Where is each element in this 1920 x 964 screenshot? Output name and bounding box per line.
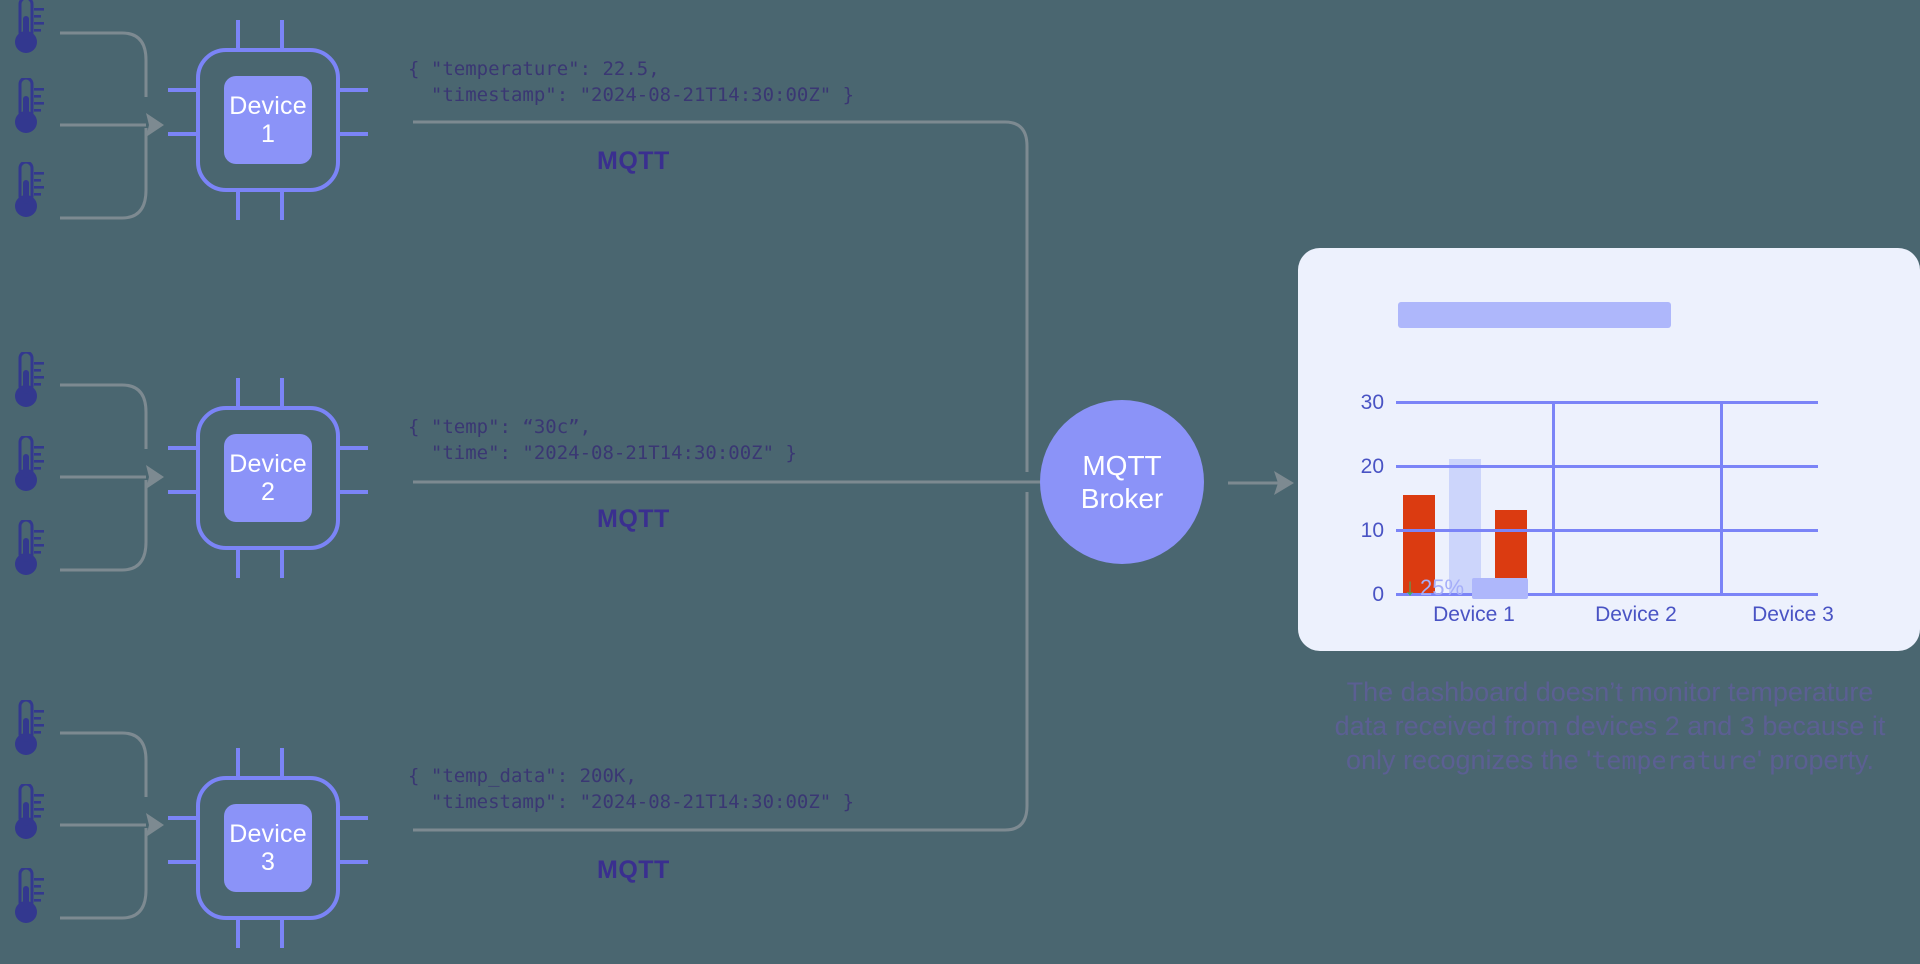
trend-percentage: 25% [1420,575,1465,600]
chip-pin [236,546,240,578]
device-2-label-line2: 2 [260,478,276,506]
thermometer-icon [4,518,46,582]
chip-pin [168,88,200,92]
thermometer-icon [4,866,46,930]
thermometer-icon [4,434,46,498]
device-3-payload-line1: { "temp_data": 200K, [408,765,637,787]
thermometer-icon [4,0,46,60]
dashboard-chart: 30 20 10 0 Device 1 Device 2 Device 3 ↓ [1298,248,1920,651]
bar-device1-series-b [1449,459,1481,595]
broker-label-line1: MQTT [1082,449,1162,481]
mqtt-broker-node[interactable]: MQTT Broker [1040,400,1204,564]
chip-pin [280,378,284,410]
device-3-label-line2: 3 [260,848,276,876]
broker-trunk-connectors [413,120,1202,832]
thermometer-icon [4,350,46,414]
chip-pin [168,816,200,820]
trend-down-arrow-icon: ↓ [1404,574,1416,601]
chip-pin [280,546,284,578]
sensor-bracket-connectors [60,31,164,920]
caption-line-2: data received from devices 2 and 3 becau… [1334,711,1886,741]
chip-pin [236,20,240,52]
dashboard-title-placeholder [1398,302,1671,328]
device-2-payload-line1: { "temp": “30c”, [408,416,592,438]
y-axis-tick-0: 0 [1372,583,1384,606]
chip-pin [336,88,368,92]
device-2-label-line1: Device [229,450,307,478]
chip-outline [196,776,340,920]
broker-to-dashboard-arrow [1228,471,1294,495]
caption-line-3-prefix: only recognizes the ' [1345,745,1592,775]
chip-pin [168,490,200,494]
dashboard-card[interactable]: 30 20 10 0 Device 1 Device 2 Device 3 ↓ [1298,248,1920,651]
device-3-payload-line2: "timestamp": "2024-08-21T14:30:00Z" } [408,791,855,813]
gridline-30 [1396,401,1818,404]
chip-outline [196,406,340,550]
chip-pin [280,188,284,220]
thermometer-icon [4,698,46,762]
broker-label-line2: Broker [1080,483,1164,514]
y-axis-tick-30: 30 [1360,391,1384,414]
device-1-payload: { "temperature": 22.5, "timestamp": "202… [408,56,854,108]
y-axis-tick-10: 10 [1360,519,1384,542]
device-1-label-line1: Device [229,92,307,120]
chip-pin [280,20,284,52]
chip-pin [236,748,240,780]
chip-pin [236,188,240,220]
chip-pin [336,816,368,820]
gridline-10 [1396,529,1818,532]
device-3-protocol-label: MQTT [597,856,670,884]
x-axis-tick-device-3: Device 3 [1752,603,1834,626]
chip-pin [168,860,200,864]
chip-outline [196,48,340,192]
caption-code-temperature: temperature [1591,746,1757,775]
chip-pin [236,378,240,410]
device-3-payload: { "temp_data": 200K, "timestamp": "2024-… [408,763,854,815]
device-1-payload-line1: { "temperature": 22.5, [408,58,660,80]
x-axis-tick-device-2: Device 2 [1595,603,1677,626]
chart-legend: ↓ 25% [1404,574,1529,601]
bar-device1-series-a [1403,495,1435,595]
chip-pin [336,860,368,864]
chip-pin [236,916,240,948]
device-1-payload-line2: "timestamp": "2024-08-21T14:30:00Z" } [408,84,855,106]
chip-pin [336,490,368,494]
chip-pin [168,132,200,136]
chip-pin [280,916,284,948]
device-2-payload: { "temp": “30c”, "time": "2024-08-21T14:… [408,414,797,466]
gridline-20 [1396,465,1818,468]
device-3-label-line1: Device [229,820,307,848]
chip-pin [336,132,368,136]
category-separator-1 [1552,401,1555,593]
device-1-label-line2: 1 [260,120,276,148]
device-1-protocol-label: MQTT [597,147,670,175]
legend-swatch [1472,577,1529,599]
caption-line-1: The dashboard doesn’t monitor temperatur… [1346,677,1874,707]
thermometer-icon [4,76,46,140]
chip-pin [336,446,368,450]
sensor-column [0,0,60,964]
thermometer-icon [4,782,46,846]
category-separator-2 [1720,401,1723,593]
device-2-protocol-label: MQTT [597,505,670,533]
x-axis-tick-device-1: Device 1 [1433,603,1515,626]
device-2-payload-line2: "time": "2024-08-21T14:30:00Z" } [408,442,797,464]
y-axis-tick-20: 20 [1360,455,1384,478]
caption-line-3-suffix: ' property. [1756,745,1875,775]
thermometer-icon [4,160,46,224]
chip-pin [280,748,284,780]
chip-pin [168,446,200,450]
axis-baseline [1396,593,1818,596]
dashboard-caption: The dashboard doesn’t monitor temperatur… [1290,675,1920,778]
